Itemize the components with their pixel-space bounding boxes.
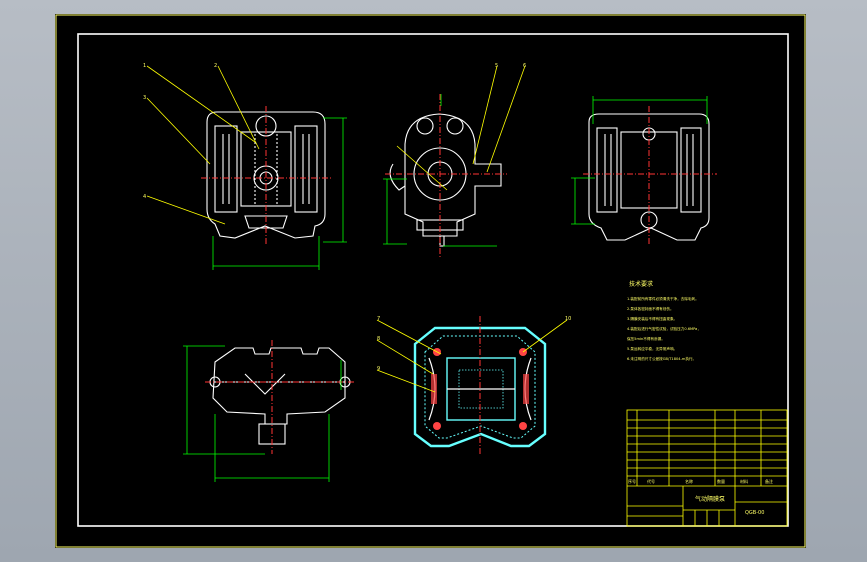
front-view-leaders <box>146 65 260 225</box>
note-line: 5.泵运转应平稳，无异常声响。 <box>627 346 677 351</box>
front-view-dims <box>212 117 347 270</box>
balloon-2: 2 <box>214 63 217 69</box>
balloon-9: 9 <box>377 366 380 372</box>
top-view-centerlines <box>205 340 355 454</box>
balloon-8: 8 <box>377 336 380 342</box>
outer-border <box>55 14 806 548</box>
header-material: 材料 <box>740 478 748 484</box>
note-line: 3.隔膜安装后不得有扭曲现象。 <box>627 316 677 321</box>
note-line: 2.泵体各密封面不得有划伤。 <box>627 306 674 311</box>
balloon-6: 6 <box>523 63 526 69</box>
top-view-dims <box>183 345 342 482</box>
note-line: 保压5min不得有渗漏。 <box>627 336 665 341</box>
note-line: 4.装配后进行气密性试验，试验压力0.6MPa， <box>627 326 701 331</box>
note-line: 6.未注明的尺寸公差按GB/T1804-m执行。 <box>627 356 696 361</box>
side-view-leaders <box>396 65 526 191</box>
section-view <box>413 326 547 448</box>
title-block-text: 序号 代号 名称 数量 材料 备注 气动隔膜泵 QGB-00 <box>628 478 773 516</box>
header-name: 名称 <box>685 478 693 484</box>
header-qty: 数量 <box>717 478 725 484</box>
balloon-3: 3 <box>143 95 146 101</box>
drawing-frame <box>77 33 789 527</box>
side-view-centerlines <box>385 94 507 258</box>
balloon-10: 10 <box>565 316 571 322</box>
balloon-1: 1 <box>143 63 146 69</box>
section-view-leaders <box>376 319 568 393</box>
front-view-centerlines <box>201 106 331 246</box>
header-remark: 备注 <box>765 478 773 484</box>
drawing-sheet: 技术要求 1.装配前所有零件必须清洗干净，去除毛刺。 2.泵体各密封面不得有划伤… <box>55 14 806 548</box>
header-code: 代号 <box>647 478 655 484</box>
side-view-dims <box>383 94 497 247</box>
drawing-number: QGB-00 <box>745 510 764 516</box>
cad-drawing: 技术要求 1.装配前所有零件必须清洗干净，去除毛刺。 2.泵体各密封面不得有划伤… <box>55 14 806 548</box>
title-block <box>626 409 788 527</box>
drawing-title: 气动隔膜泵 <box>695 495 725 503</box>
rear-view-centerlines <box>583 106 717 246</box>
note-line: 1.装配前所有零件必须清洗干净，去除毛刺。 <box>627 296 699 301</box>
rear-view-dims <box>571 96 708 225</box>
front-view <box>206 111 326 239</box>
technical-notes: 技术要求 1.装配前所有零件必须清洗干净，去除毛刺。 2.泵体各密封面不得有划伤… <box>627 280 701 361</box>
header-no: 序号 <box>628 478 636 484</box>
notes-heading: 技术要求 <box>629 280 653 288</box>
balloons: 1 2 3 4 5 6 7 8 9 10 <box>143 63 571 372</box>
balloon-5: 5 <box>495 63 498 69</box>
side-view <box>389 113 502 247</box>
balloon-7: 7 <box>377 316 380 322</box>
balloon-4: 4 <box>143 194 146 200</box>
